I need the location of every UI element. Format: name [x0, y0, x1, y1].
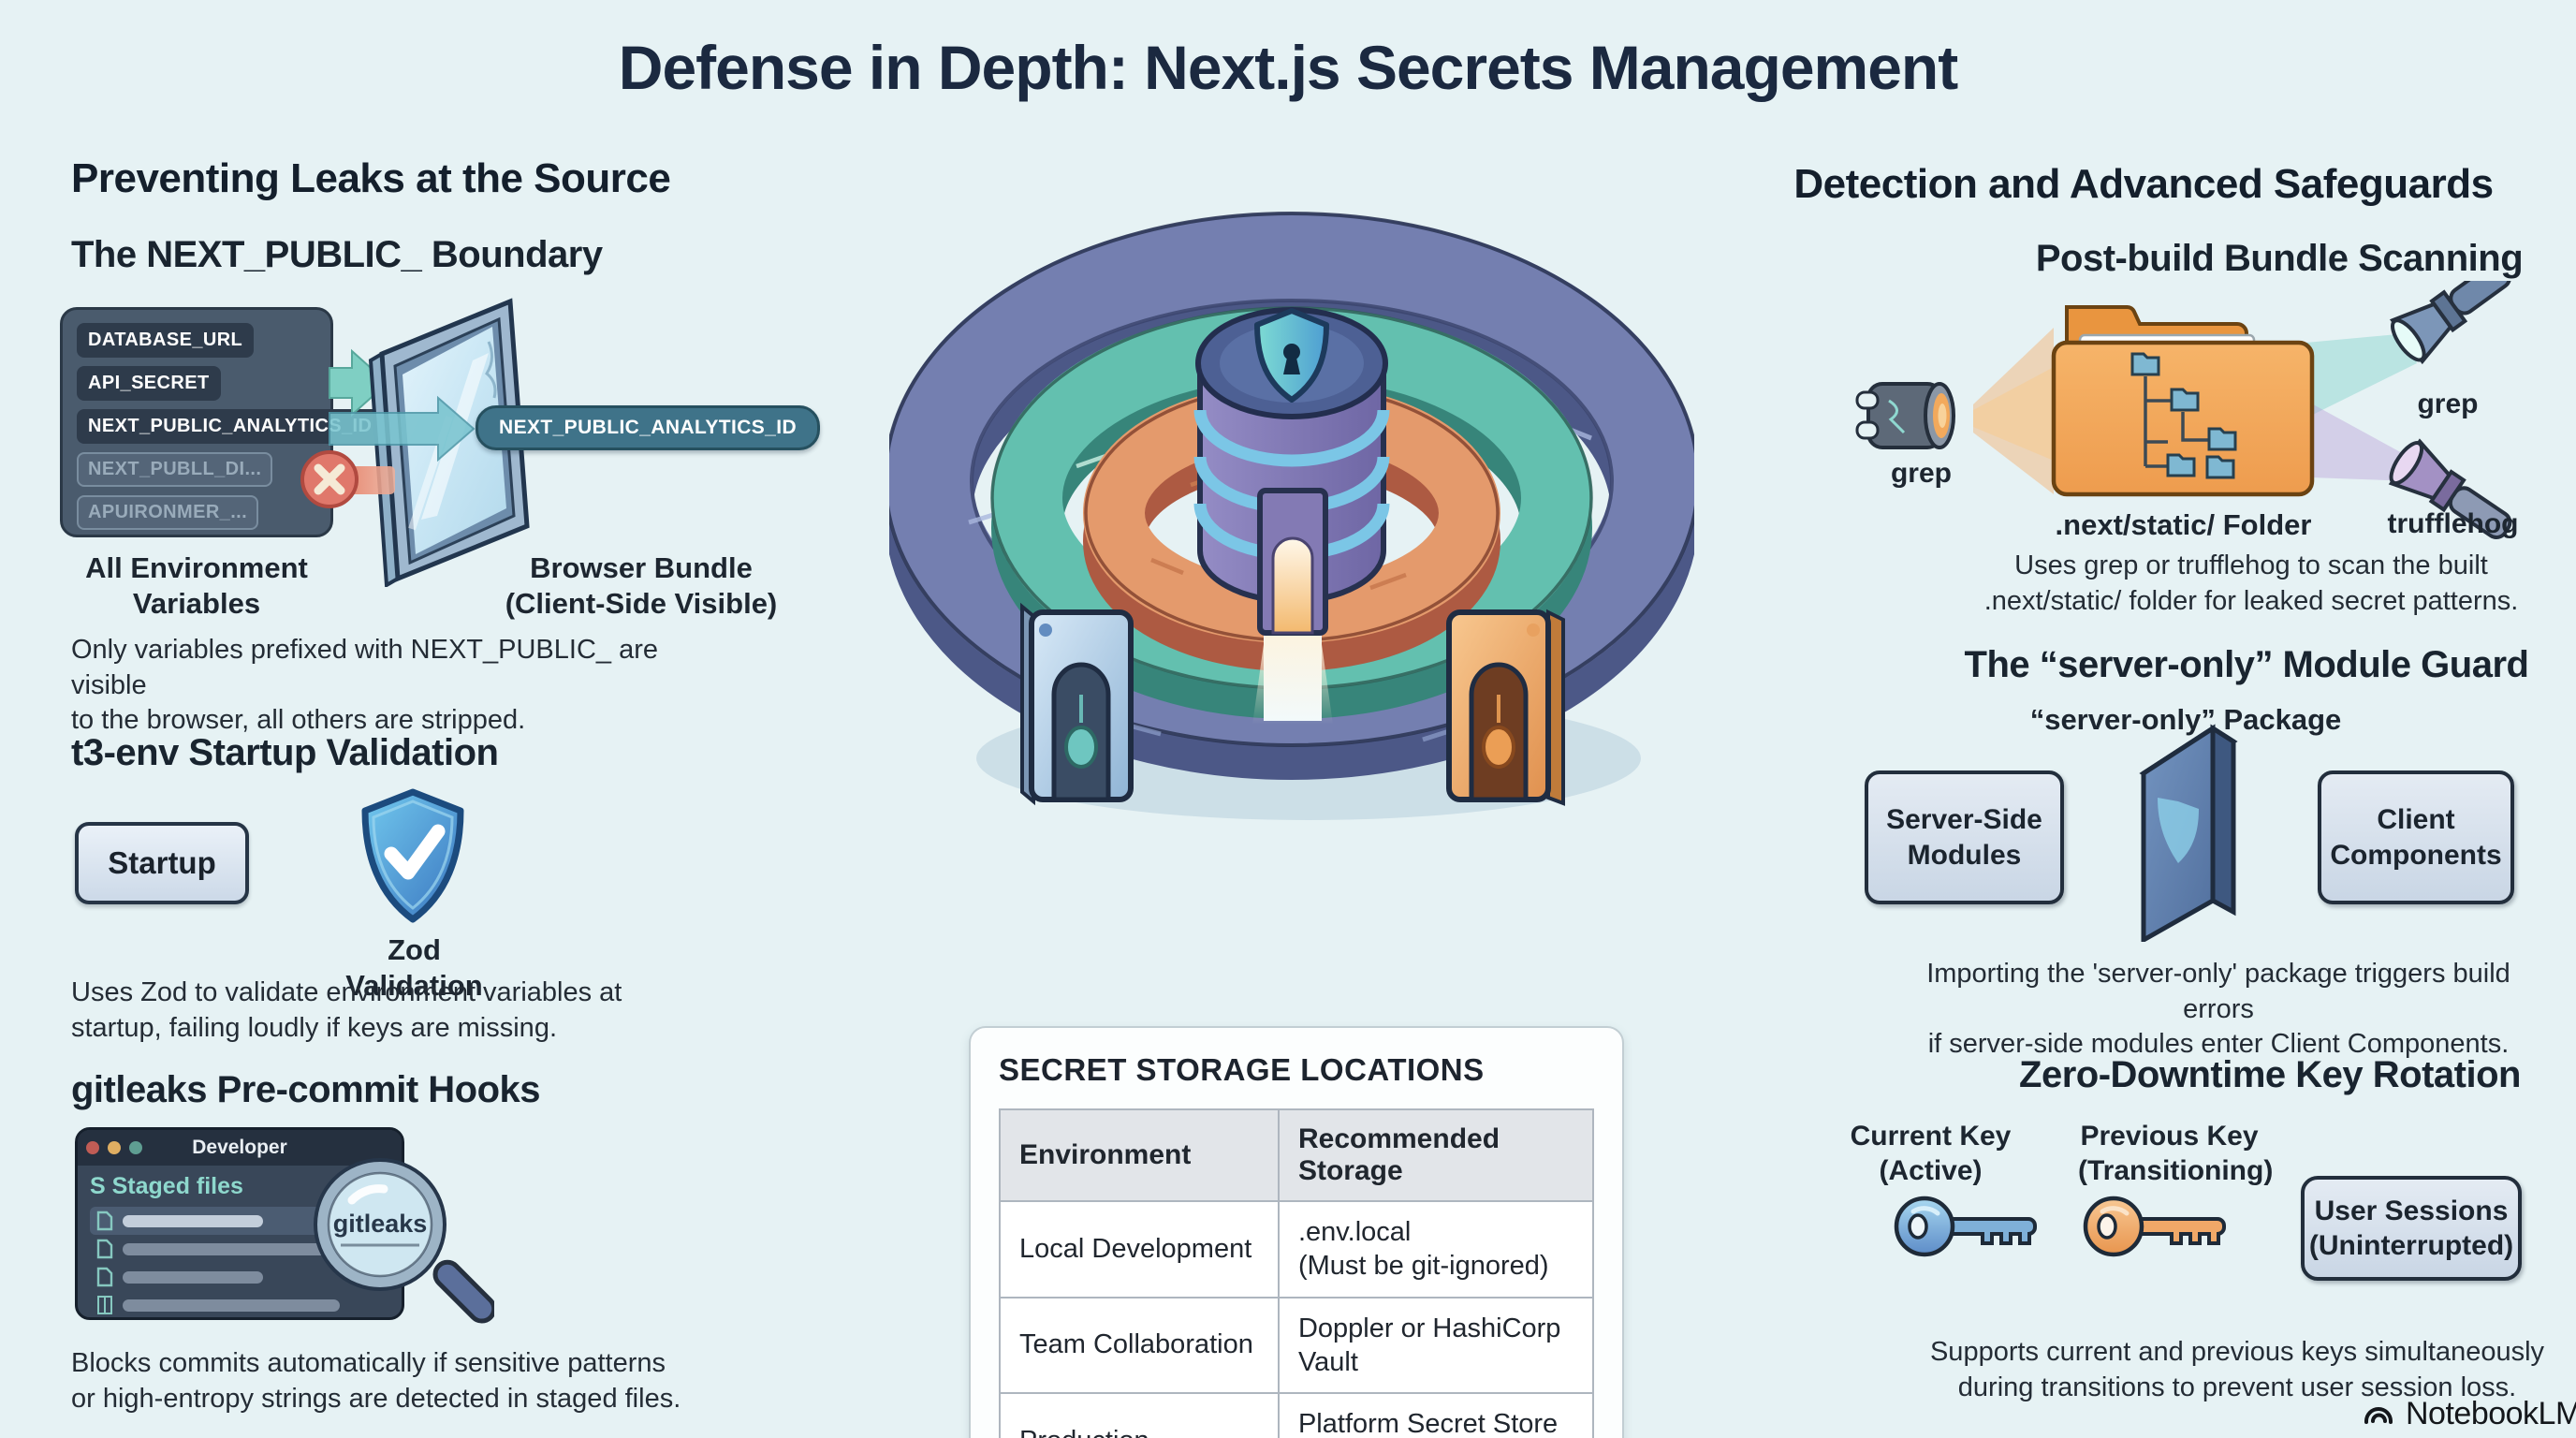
staged-file-row: [90, 1235, 389, 1263]
gitleaks-magnifier-icon: [314, 1158, 494, 1324]
file-icon: [97, 1296, 112, 1314]
trufflehog-label: trufflehog: [2387, 508, 2519, 539]
gitleaks-heading: gitleaks Pre-commit Hooks: [71, 1069, 541, 1110]
minimize-dot-icon: [108, 1141, 121, 1154]
gitleaks-caption: Blocks commits automatically if sensitiv…: [71, 1348, 681, 1414]
grep-left-label: grep: [1890, 458, 1952, 489]
environment-cell: Team Collaboration: [999, 1296, 1280, 1394]
developer-terminal-window: Developer S Staged files: [75, 1127, 404, 1320]
t3env-caption: Uses Zod to validate environment variabl…: [71, 977, 622, 1043]
file-icon: [96, 1239, 113, 1259]
defense-rings-fortress-illustration: [889, 212, 1694, 820]
server-only-wall-icon: [2139, 724, 2238, 942]
outer-gate-blue-icon: [1020, 602, 1134, 806]
file-name-bar: [123, 1242, 340, 1255]
table-row: Production Platform Secret Store (Vercel…: [999, 1392, 1595, 1438]
next-static-folder-icon: [2051, 305, 2315, 497]
env-source-label: All Environment Variables: [85, 551, 308, 620]
environment-cell: Local Development: [999, 1200, 1280, 1299]
zod-validation-label: Zod Validation: [345, 933, 483, 1002]
environment-cell: Production: [999, 1392, 1280, 1438]
grep-flashlight-icon: [2389, 281, 2512, 365]
staged-file-row: [90, 1291, 389, 1317]
right-section-header: Detection and Advanced Safeguards: [1793, 161, 2494, 207]
close-dot-icon: [86, 1141, 99, 1154]
module-guard-heading: The “server-only” Module Guard: [1964, 644, 2529, 685]
next-public-boundary-illustration: [300, 298, 530, 587]
file-name-bar: [123, 1214, 263, 1227]
secret-storage-card: SECRET STORAGE LOCATIONS Environment Rec…: [969, 1026, 1624, 1438]
env-var: API_SECRET: [77, 366, 221, 401]
file-icon: [96, 1267, 113, 1287]
file-icon: [96, 1211, 113, 1231]
startup-button: Startup: [75, 822, 249, 904]
current-key-icon: [1894, 1196, 2037, 1257]
left-section-header: Preventing Leaks at the Source: [71, 155, 671, 201]
file-name-bar: [123, 1270, 263, 1284]
boundary-heading: The NEXT_PUBLIC_ Boundary: [71, 234, 603, 275]
server-side-modules-box: Server-Side Modules: [1865, 770, 2064, 904]
key-rotation-heading: Zero-Downtime Key Rotation: [2019, 1054, 2521, 1095]
table-header-row: Environment Recommended Storage: [999, 1108, 1595, 1202]
bundle-scanning-illustration: [1855, 281, 2512, 540]
browser-visible-var-pill: NEXT_PUBLIC_ANALYTICS_ID: [476, 405, 821, 450]
current-key-label: Current Key (Active): [1850, 1121, 2012, 1186]
boundary-caption: Only variables prefixed with NEXT_PUBLIC…: [71, 635, 658, 736]
notebooklm-logo-icon: [2364, 1407, 2393, 1424]
terminal-title: Developer: [192, 1137, 287, 1158]
pass-arrow-icon: [329, 348, 389, 418]
folder-label: .next/static/ Folder: [2055, 508, 2312, 541]
file-name-bar: [123, 1299, 340, 1312]
brand-label: NotebookLM: [2406, 1395, 2576, 1431]
grep-right-label: grep: [2417, 389, 2479, 419]
grep-beam-core-icon: [1973, 367, 2054, 461]
watermark: NotebookLM: [2359, 1395, 2576, 1432]
env-var-stripped: NEXT_PUBLL_DI...: [77, 452, 273, 487]
storage-table-title: SECRET STORAGE LOCATIONS: [999, 1052, 1485, 1087]
page-title: Defense in Depth: Next.js Secrets Manage…: [618, 33, 1958, 102]
previous-key-icon: [2083, 1196, 2226, 1257]
passthrough-arrow-icon: [329, 395, 476, 462]
zod-shield-check-icon: [361, 788, 464, 923]
storage-cell: .env.local (Must be git-ignored): [1277, 1200, 1595, 1299]
column-header-environment: Environment: [999, 1108, 1280, 1202]
table-row: Team Collaboration Doppler or HashiCorp …: [999, 1296, 1595, 1394]
t3env-heading: t3-env Startup Validation: [71, 732, 499, 773]
storage-table: Environment Recommended Storage Local De…: [999, 1108, 1595, 1438]
trufflehog-flashlight-icon: [2388, 438, 2512, 540]
bundle-scanning-heading: Post-build Bundle Scanning: [2035, 238, 2524, 279]
user-sessions-box: User Sessions (Uninterrupted): [2301, 1176, 2522, 1281]
zoom-dot-icon: [129, 1141, 142, 1154]
env-variables-panel: DATABASE_URL API_SECRET NEXT_PUBLIC_ANAL…: [60, 307, 384, 537]
inner-gate-icon: [1257, 488, 1328, 636]
outer-gate-orange-icon: [1446, 609, 1565, 806]
terminal-titlebar: Developer: [78, 1130, 402, 1166]
client-components-box: Client Components: [2318, 770, 2514, 904]
blocked-x-icon: [300, 450, 359, 508]
central-vault-icon: [1193, 307, 1390, 604]
scanning-caption: Uses grep or trufflehog to scan the buil…: [1983, 550, 2519, 616]
staged-files-label: S Staged files: [90, 1173, 243, 1199]
key-rotation-caption: Supports current and previous keys simul…: [1929, 1337, 2545, 1402]
storage-cell: Platform Secret Store (Vercel, AWS, etc.…: [1277, 1392, 1595, 1438]
table-row: Local Development .env.local (Must be gi…: [999, 1200, 1595, 1299]
module-guard-caption: Importing the 'server-only' package trig…: [1926, 959, 2510, 1060]
env-var: DATABASE_URL: [77, 323, 255, 358]
server-only-package-label: “server-only” Package: [2029, 703, 2342, 736]
column-header-storage: Recommended Storage: [1277, 1108, 1595, 1202]
grep-scanner-icon: [1855, 382, 1955, 449]
storage-cell: Doppler or HashiCorp Vault: [1277, 1296, 1595, 1394]
magnifier-label: gitleaks: [332, 1210, 428, 1238]
browser-bundle-label: Browser Bundle (Client-Side Visible): [505, 551, 778, 620]
staged-file-row: [90, 1263, 389, 1291]
env-var-stripped: APUIRONMER_...: [77, 495, 259, 530]
previous-key-label: Previous Key (Transitioning): [2078, 1121, 2274, 1186]
